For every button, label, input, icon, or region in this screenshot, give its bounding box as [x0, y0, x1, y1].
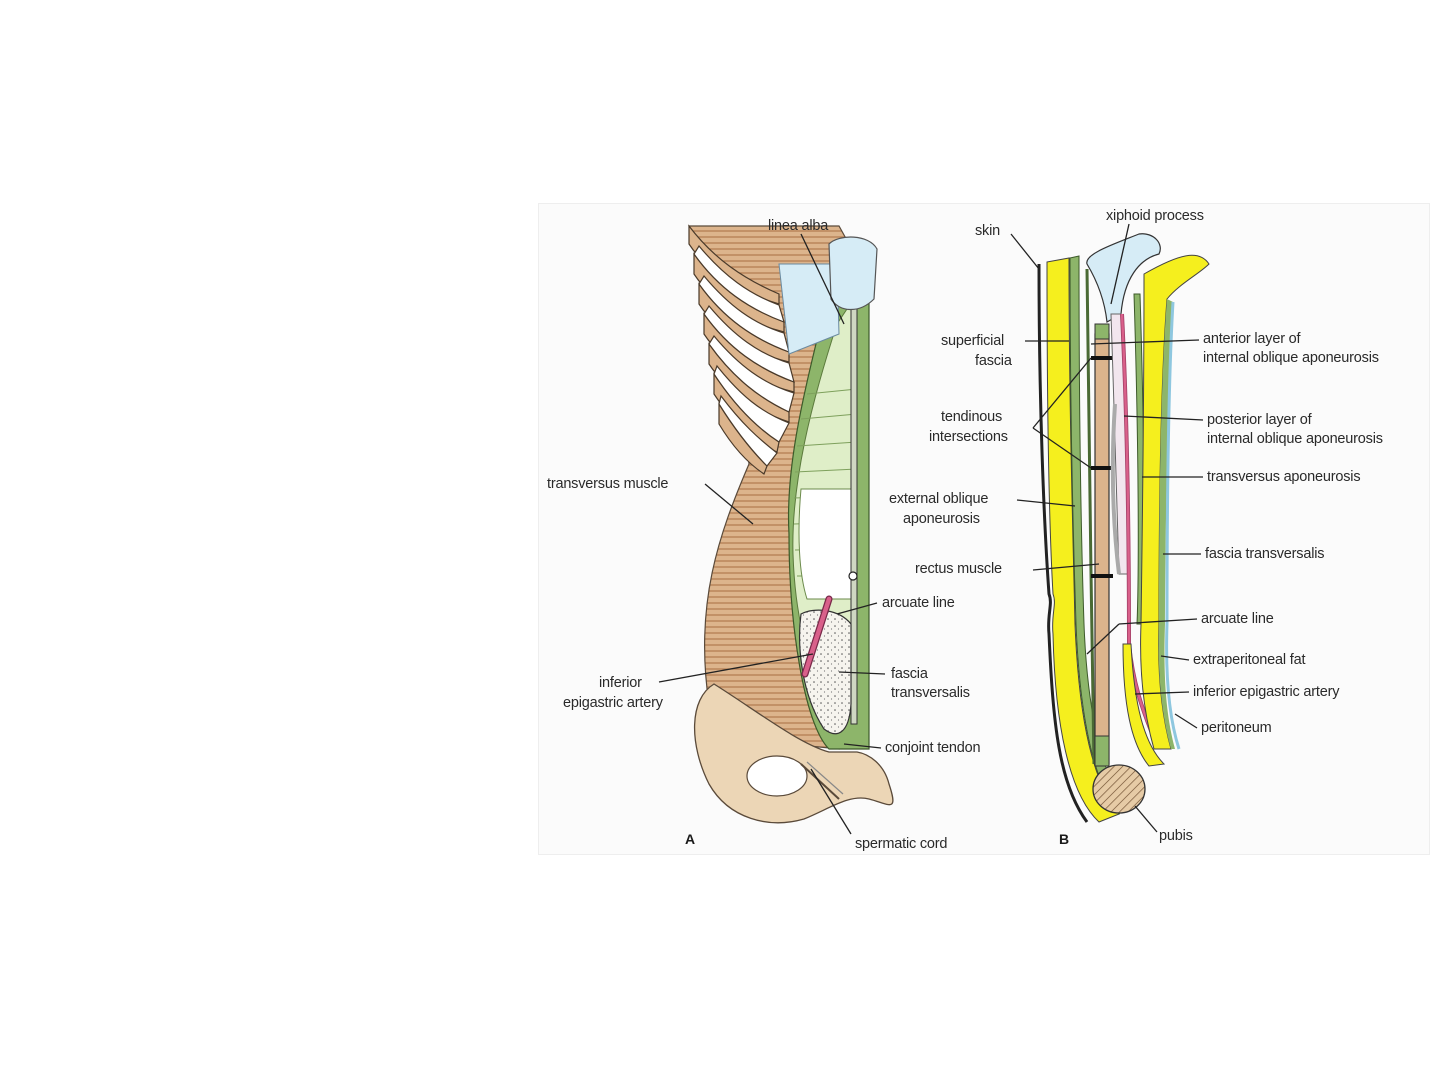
label-spermatic-cord: spermatic cord [855, 836, 947, 852]
leader-inferior-epigastric-b [1134, 691, 1190, 695]
panel-b-labels: skin xiphoid process superficial fascia … [889, 208, 1383, 847]
label-superficial-fascia-2: fascia [975, 353, 1013, 369]
label-inferior-epigastric-a-1: inferior [599, 675, 642, 691]
label-fascia-transversalis-b: fascia transversalis [1205, 546, 1324, 562]
label-posterior-layer-2: internal oblique aponeurosis [1207, 431, 1383, 447]
panel-b-letter: B [1059, 831, 1069, 847]
panel-a-illustration [688, 224, 894, 824]
label-linea-alba: linea alba [768, 218, 829, 234]
panel-a-letter: A [685, 831, 695, 847]
figure-canvas: linea alba transversus muscle arcuate li… [547, 208, 1383, 852]
leader-conjoint-tendon [843, 743, 882, 749]
leader-anterior-layer [1090, 339, 1200, 345]
leader-arcuate-line-b [1118, 618, 1198, 625]
leader-external-oblique [1016, 499, 1076, 507]
leader-xiphoid-process [1110, 223, 1130, 305]
label-external-oblique-1: external oblique [889, 491, 988, 507]
label-transversus-aponeurosis: transversus aponeurosis [1207, 469, 1360, 485]
label-external-oblique-2: aponeurosis [903, 511, 980, 527]
label-anterior-layer-2: internal oblique aponeurosis [1203, 350, 1379, 366]
leader-pubis [1134, 805, 1158, 833]
label-conjoint-tendon: conjoint tendon [885, 740, 980, 756]
leader-tendinous-1 [1032, 357, 1092, 429]
label-tendinous-intersections-2: intersections [929, 429, 1008, 445]
leader-posterior-layer [1123, 415, 1204, 421]
label-superficial-fascia-1: superficial [941, 333, 1004, 349]
label-transversus-muscle: transversus muscle [547, 476, 668, 492]
label-posterior-layer-1: posterior layer of [1207, 412, 1313, 428]
leader-peritoneum [1174, 713, 1198, 729]
label-pubis: pubis [1159, 828, 1193, 844]
anatomy-figure: linea alba transversus muscle arcuate li… [539, 204, 1429, 854]
label-fascia-transversalis-a-2: transversalis [891, 685, 970, 701]
leader-spermatic-cord [810, 768, 852, 835]
label-tendinous-intersections-1: tendinous [941, 409, 1002, 425]
label-inferior-epigastric-a-2: epigastric artery [563, 695, 664, 711]
leader-fascia-transversalis-a [838, 671, 886, 675]
leader-extraperitoneal-fat [1160, 655, 1190, 661]
label-xiphoid-process: xiphoid process [1106, 208, 1204, 224]
label-arcuate-line-a: arcuate line [882, 595, 955, 611]
panel-b-illustration [1037, 233, 1210, 823]
leader-linea-alba [800, 233, 845, 325]
leader-inferior-epigastric-a [658, 653, 814, 683]
label-extraperitoneal-fat: extraperitoneal fat [1193, 652, 1305, 668]
leader-arcuate-line-b-2 [1086, 623, 1120, 655]
label-fascia-transversalis-a-1: fascia [891, 666, 929, 682]
leader-rectus-muscle [1032, 563, 1100, 571]
label-inferior-epigastric-b: inferior epigastric artery [1193, 684, 1340, 700]
label-rectus-muscle: rectus muscle [915, 561, 1002, 577]
leader-arcuate-line-a [836, 602, 878, 615]
label-anterior-layer-1: anterior layer of [1203, 331, 1302, 347]
label-arcuate-line-b: arcuate line [1201, 611, 1274, 627]
leader-skin [1010, 233, 1040, 270]
label-peritoneum: peritoneum [1201, 720, 1272, 736]
panel-a-labels: linea alba transversus muscle arcuate li… [547, 218, 981, 852]
label-skin: skin [975, 223, 1000, 239]
leader-tendinous-2 [1032, 427, 1092, 469]
leader-transversus-muscle [704, 483, 754, 525]
